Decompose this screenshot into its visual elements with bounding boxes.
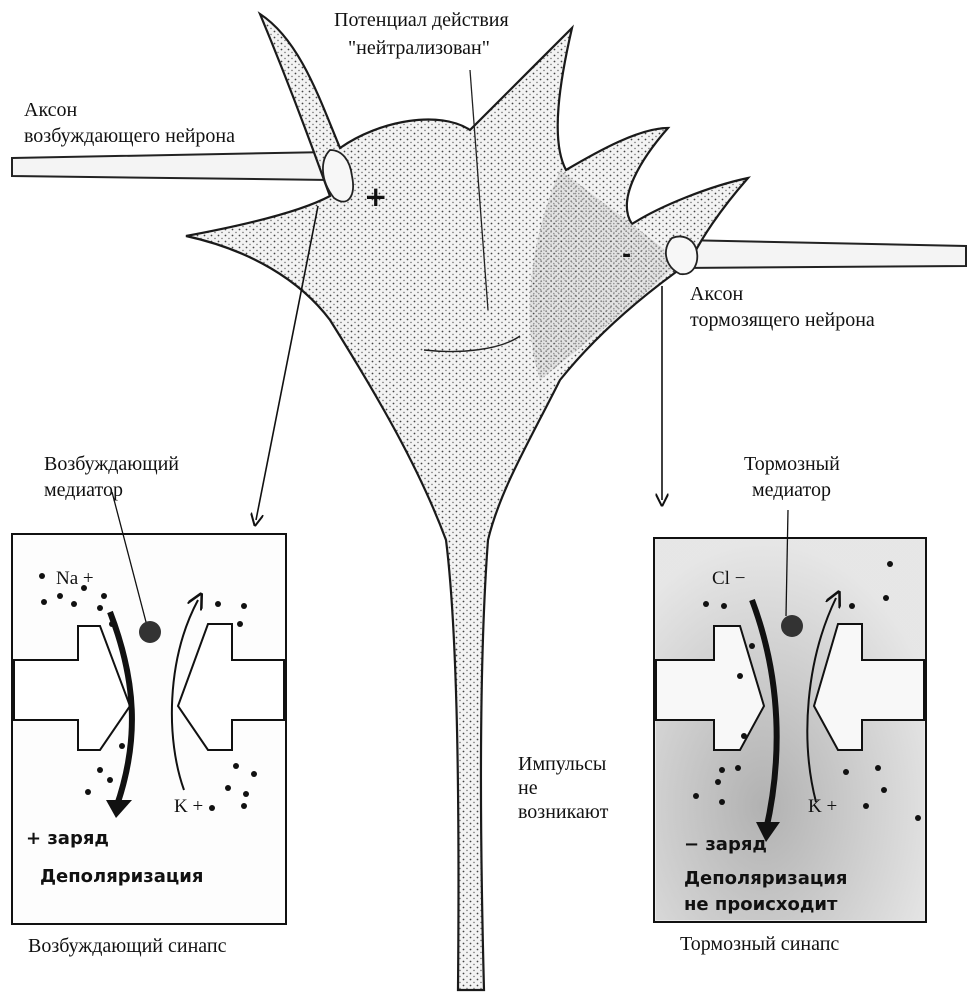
excitatory-ion-out: K + — [174, 796, 203, 817]
impulse-note-line3: возникают — [518, 801, 609, 823]
excitatory-axon-label-line1: Аксон — [24, 99, 78, 121]
inhibitory-ion-in: Cl − — [712, 568, 745, 589]
excitatory-mediator-label-line1: Возбуждающий — [44, 453, 179, 475]
impulse-note-line1: Импульсы — [518, 753, 606, 775]
inhibitory-mediator-label-line2: медиатор — [752, 479, 831, 501]
inhibitory-mediator-label-line1: Тормозный — [744, 453, 840, 475]
excitatory-mediator-molecule — [139, 621, 161, 643]
excitatory-mediator-label-line2: медиатор — [44, 479, 123, 501]
inhibitory-ion-out: K + — [808, 796, 837, 817]
excitatory-synapse-caption: Возбуждающий синапс — [28, 935, 227, 957]
excitatory-result: Деполяризация — [40, 866, 203, 887]
soma-minus-sign: - — [622, 243, 631, 268]
impulse-note-line2: не — [518, 777, 538, 799]
inhibitory-axon — [680, 240, 966, 268]
excitatory-axon — [12, 152, 330, 180]
inhibitory-axon-label-line1: Аксон — [690, 283, 744, 305]
excitatory-synapse-box — [12, 492, 286, 924]
excitatory-axon-label-line2: возбуждающего нейрона — [24, 125, 235, 147]
excitatory-ion-in: Na + — [56, 568, 94, 589]
inhibitory-synapse-caption: Тормозный синапс — [680, 933, 839, 955]
inhibitory-result-line1: Деполяризация — [684, 868, 847, 889]
inhibitory-result-line2: не происходит — [684, 894, 838, 915]
inhibitory-synapse-box — [654, 510, 926, 922]
excitatory-charge: + заряд — [26, 828, 109, 849]
ap-label-line2: "нейтрализован" — [348, 37, 490, 59]
inhibitory-charge: − заряд — [684, 834, 767, 855]
ap-label-line1: Потенциал действия — [334, 9, 509, 31]
inhibitory-mediator-molecule — [781, 615, 803, 637]
inhibitory-axon-label-line2: тормозящего нейрона — [690, 309, 875, 331]
soma-plus-sign: + — [364, 180, 387, 213]
